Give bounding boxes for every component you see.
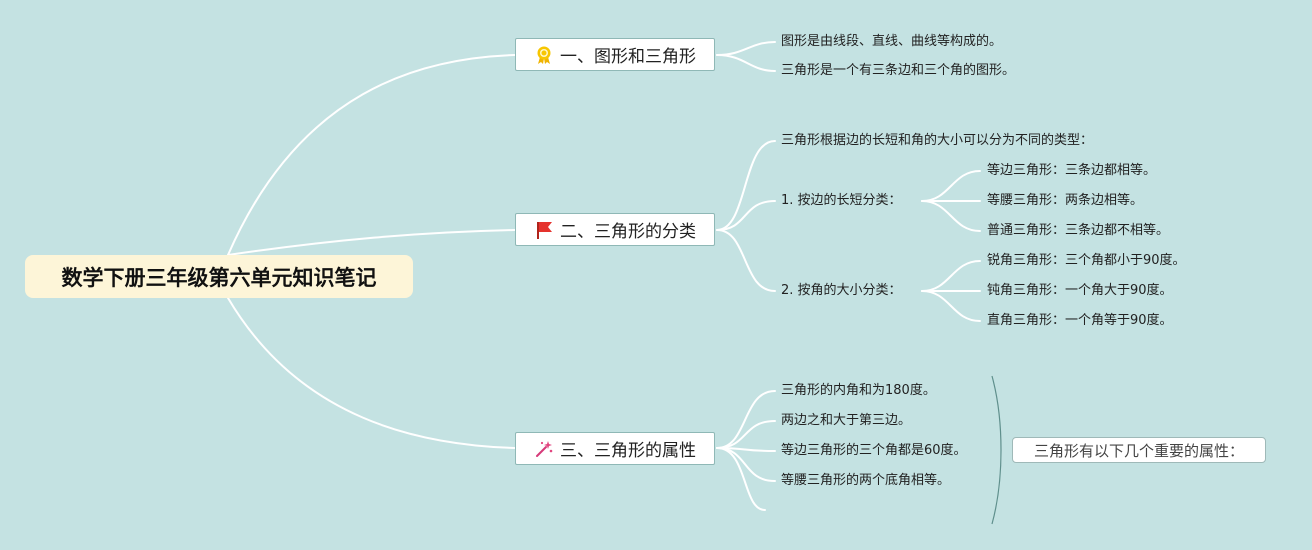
branch-shapes-and-triangles[interactable]: 一、图形和三角形 <box>515 38 715 71</box>
sparkle-wand-icon <box>536 440 553 457</box>
connector-b3-leaf1 <box>716 390 776 449</box>
root-topic[interactable]: 数学下册三年级第六单元知识笔记 <box>25 255 413 298</box>
connector-angle-3 <box>921 290 981 322</box>
branch-label: 三、三角形的属性 <box>560 441 696 461</box>
leaf-triangle-definition[interactable]: 三角形是一个有三条边和三个角的图形。 <box>781 63 1016 78</box>
leaf-by-side-length[interactable]: 1. 按边的长短分类： <box>781 193 902 208</box>
summary-bracket <box>991 375 1002 525</box>
connector-b3-leaf2 <box>716 420 776 449</box>
summary-text: 三角形有以下几个重要的属性： <box>1033 441 1244 460</box>
connector-b2-angle <box>716 229 776 292</box>
connector-root-branch1 <box>227 54 516 256</box>
leaf-equilateral-angles[interactable]: 等边三角形的三个角都是60度。 <box>781 443 967 458</box>
connector-side-1 <box>921 170 981 202</box>
branch-label: 二、三角形的分类 <box>560 222 696 242</box>
branch-triangle-properties[interactable]: 三、三角形的属性 <box>515 432 715 465</box>
ribbon-award-icon <box>537 46 551 64</box>
connector-b2-side <box>716 200 776 231</box>
connector-root-branch3 <box>227 297 516 449</box>
leaf-obtuse[interactable]: 钝角三角形：一个角大于90度。 <box>987 283 1173 298</box>
leaf-triangle-inequality[interactable]: 两边之和大于第三边。 <box>781 413 912 428</box>
leaf-classification-intro[interactable]: 三角形根据边的长短和角的大小可以分为不同的类型： <box>781 133 1094 148</box>
connector-b3-leaf4 <box>716 447 776 482</box>
connector-side-3 <box>921 200 981 232</box>
red-flag-icon <box>537 221 552 239</box>
connector-b1-leaf2 <box>716 54 776 72</box>
leaf-scalene[interactable]: 普通三角形：三条边都不相等。 <box>987 223 1170 238</box>
leaf-acute[interactable]: 锐角三角形：三个角都小于90度。 <box>987 253 1186 268</box>
branch-label: 一、图形和三角形 <box>560 47 696 67</box>
leaf-shape-definition[interactable]: 图形是由线段、直线、曲线等构成的。 <box>781 34 1003 49</box>
connector-b2-intro <box>716 140 776 231</box>
connector-root-branch2 <box>227 229 516 256</box>
leaf-angle-sum[interactable]: 三角形的内角和为180度。 <box>781 383 936 398</box>
leaf-right[interactable]: 直角三角形：一个角等于90度。 <box>987 313 1173 328</box>
leaf-equilateral[interactable]: 等边三角形：三条边都相等。 <box>987 163 1157 178</box>
connector-b1-leaf1 <box>716 41 776 56</box>
root-title: 数学下册三年级第六单元知识笔记 <box>61 265 377 290</box>
leaf-isosceles[interactable]: 等腰三角形：两条边相等。 <box>987 193 1144 208</box>
leaf-isosceles-base-angles[interactable]: 等腰三角形的两个底角相等。 <box>781 473 951 488</box>
connector-angle-1 <box>921 260 981 292</box>
properties-summary-callout[interactable]: 三角形有以下几个重要的属性： <box>1012 437 1266 463</box>
connector-b3-leaf5 <box>716 447 766 511</box>
branch-triangle-classification[interactable]: 二、三角形的分类 <box>515 213 715 246</box>
leaf-by-angle-size[interactable]: 2. 按角的大小分类： <box>781 283 902 298</box>
